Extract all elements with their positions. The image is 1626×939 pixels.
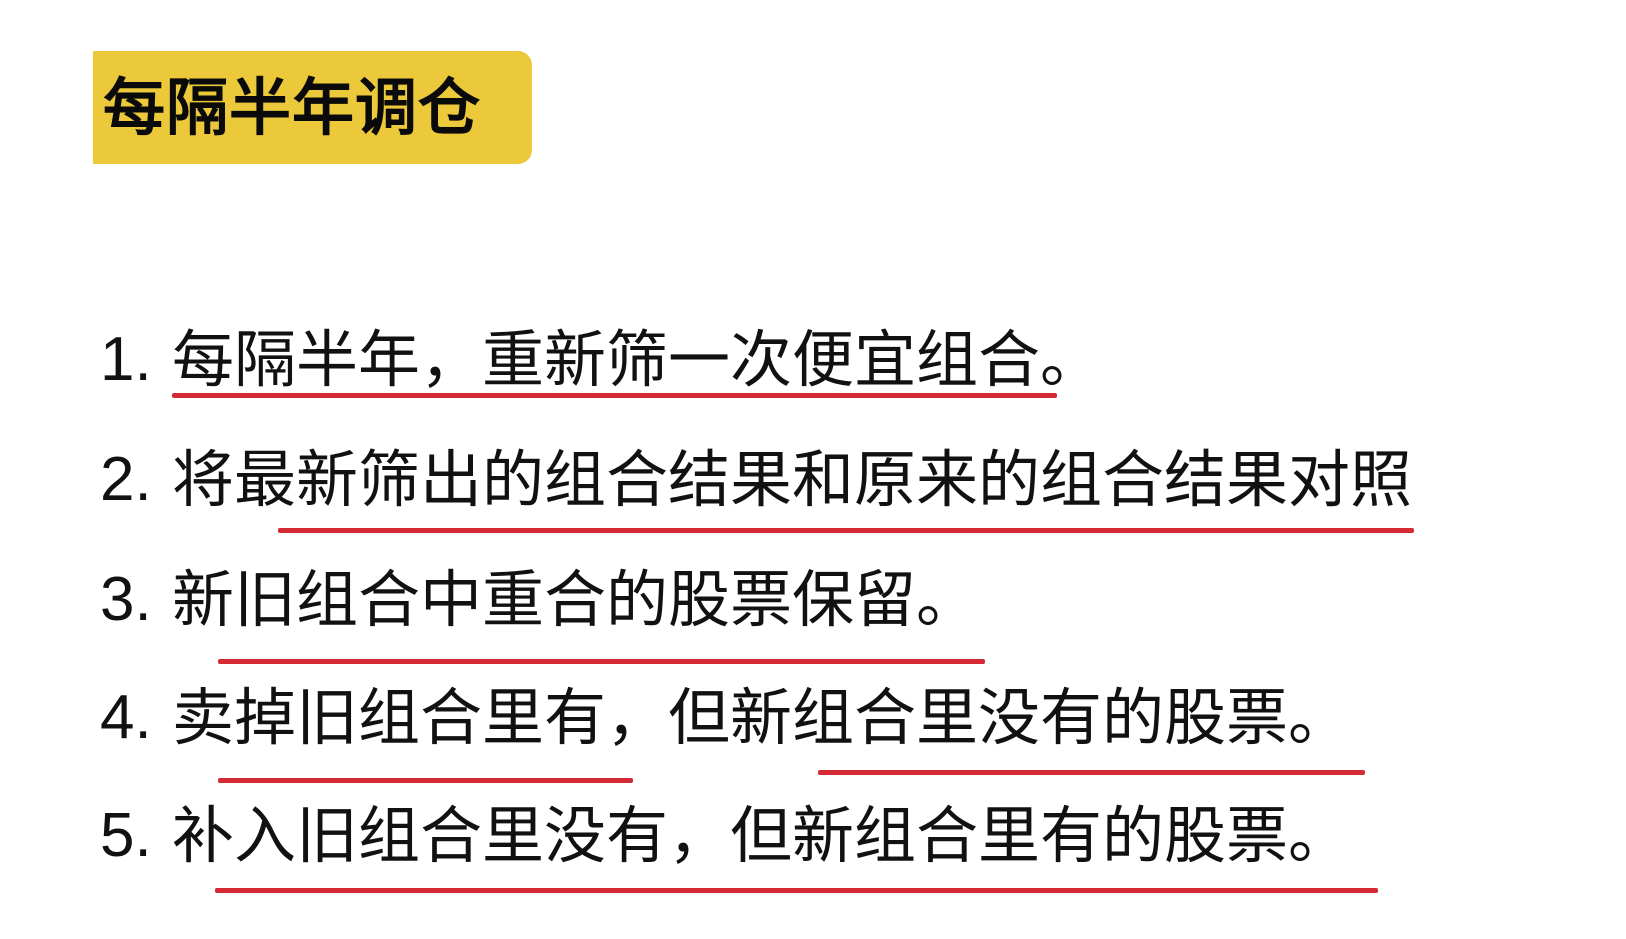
list-item-1: 1. 每隔半年，重新筛一次便宜组合。 [100,320,1102,400]
item-text: 补入旧组合里没有，但新组合里有的股票。 [172,799,1351,872]
page-title: 每隔半年调仓 [103,70,482,144]
list-item-4: 4. 卖掉旧组合里有，但新组合里没有的股票。 [100,678,1350,758]
list-item-5: 5. 补入旧组合里没有，但新组合里有的股票。 [100,796,1350,876]
title-badge: 每隔半年调仓 [93,51,532,164]
underline-mark [218,778,633,783]
underline-mark [172,393,1057,398]
item-text: 卖掉旧组合里有，但新组合里没有的股票。 [172,681,1351,754]
list-item-3: 3. 新旧组合中重合的股票保留。 [100,560,978,640]
item-number: 3. [100,565,152,634]
item-number: 2. [100,445,152,514]
underline-mark [218,659,985,664]
underline-mark [215,888,1378,893]
item-text: 新旧组合中重合的股票保留。 [172,563,979,636]
underline-mark [278,528,1414,533]
item-number: 4. [100,683,152,752]
item-number: 1. [100,325,152,394]
item-number: 5. [100,801,152,870]
item-text: 每隔半年，重新筛一次便宜组合。 [172,323,1103,396]
underline-mark [818,770,1365,775]
item-text: 将最新筛出的组合结果和原来的组合结果对照 [172,443,1413,516]
list-item-2: 2. 将最新筛出的组合结果和原来的组合结果对照 [100,440,1412,520]
